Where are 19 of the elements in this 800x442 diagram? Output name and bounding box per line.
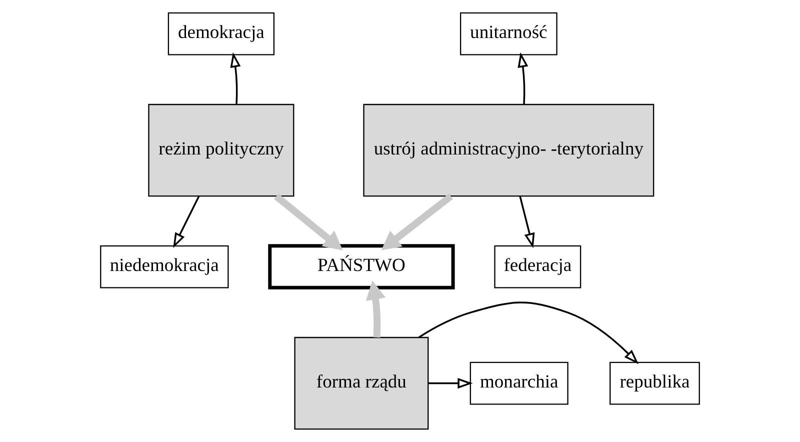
arrow [418,302,639,364]
node-box: unitarność [460,12,558,56]
arrow [519,196,535,248]
arrow [518,52,528,104]
node-box: PAŃSTWO [268,244,455,290]
arrow [230,52,241,104]
node-box: demokracja [168,12,275,56]
node-box: reżim polityczny [148,104,294,197]
arrow [381,194,454,250]
node-box: niedemokracja [100,245,229,288]
node-box: republika [610,362,700,405]
node-box: federacja [494,245,582,288]
arrow [173,196,200,248]
node-box: forma rządu [294,336,429,430]
arrow [428,378,473,389]
arrow [366,280,386,338]
node-box: monarchia [470,362,568,405]
arrow [274,194,343,250]
node-box: ustrój administracyjno- -terytorialny [363,104,654,197]
